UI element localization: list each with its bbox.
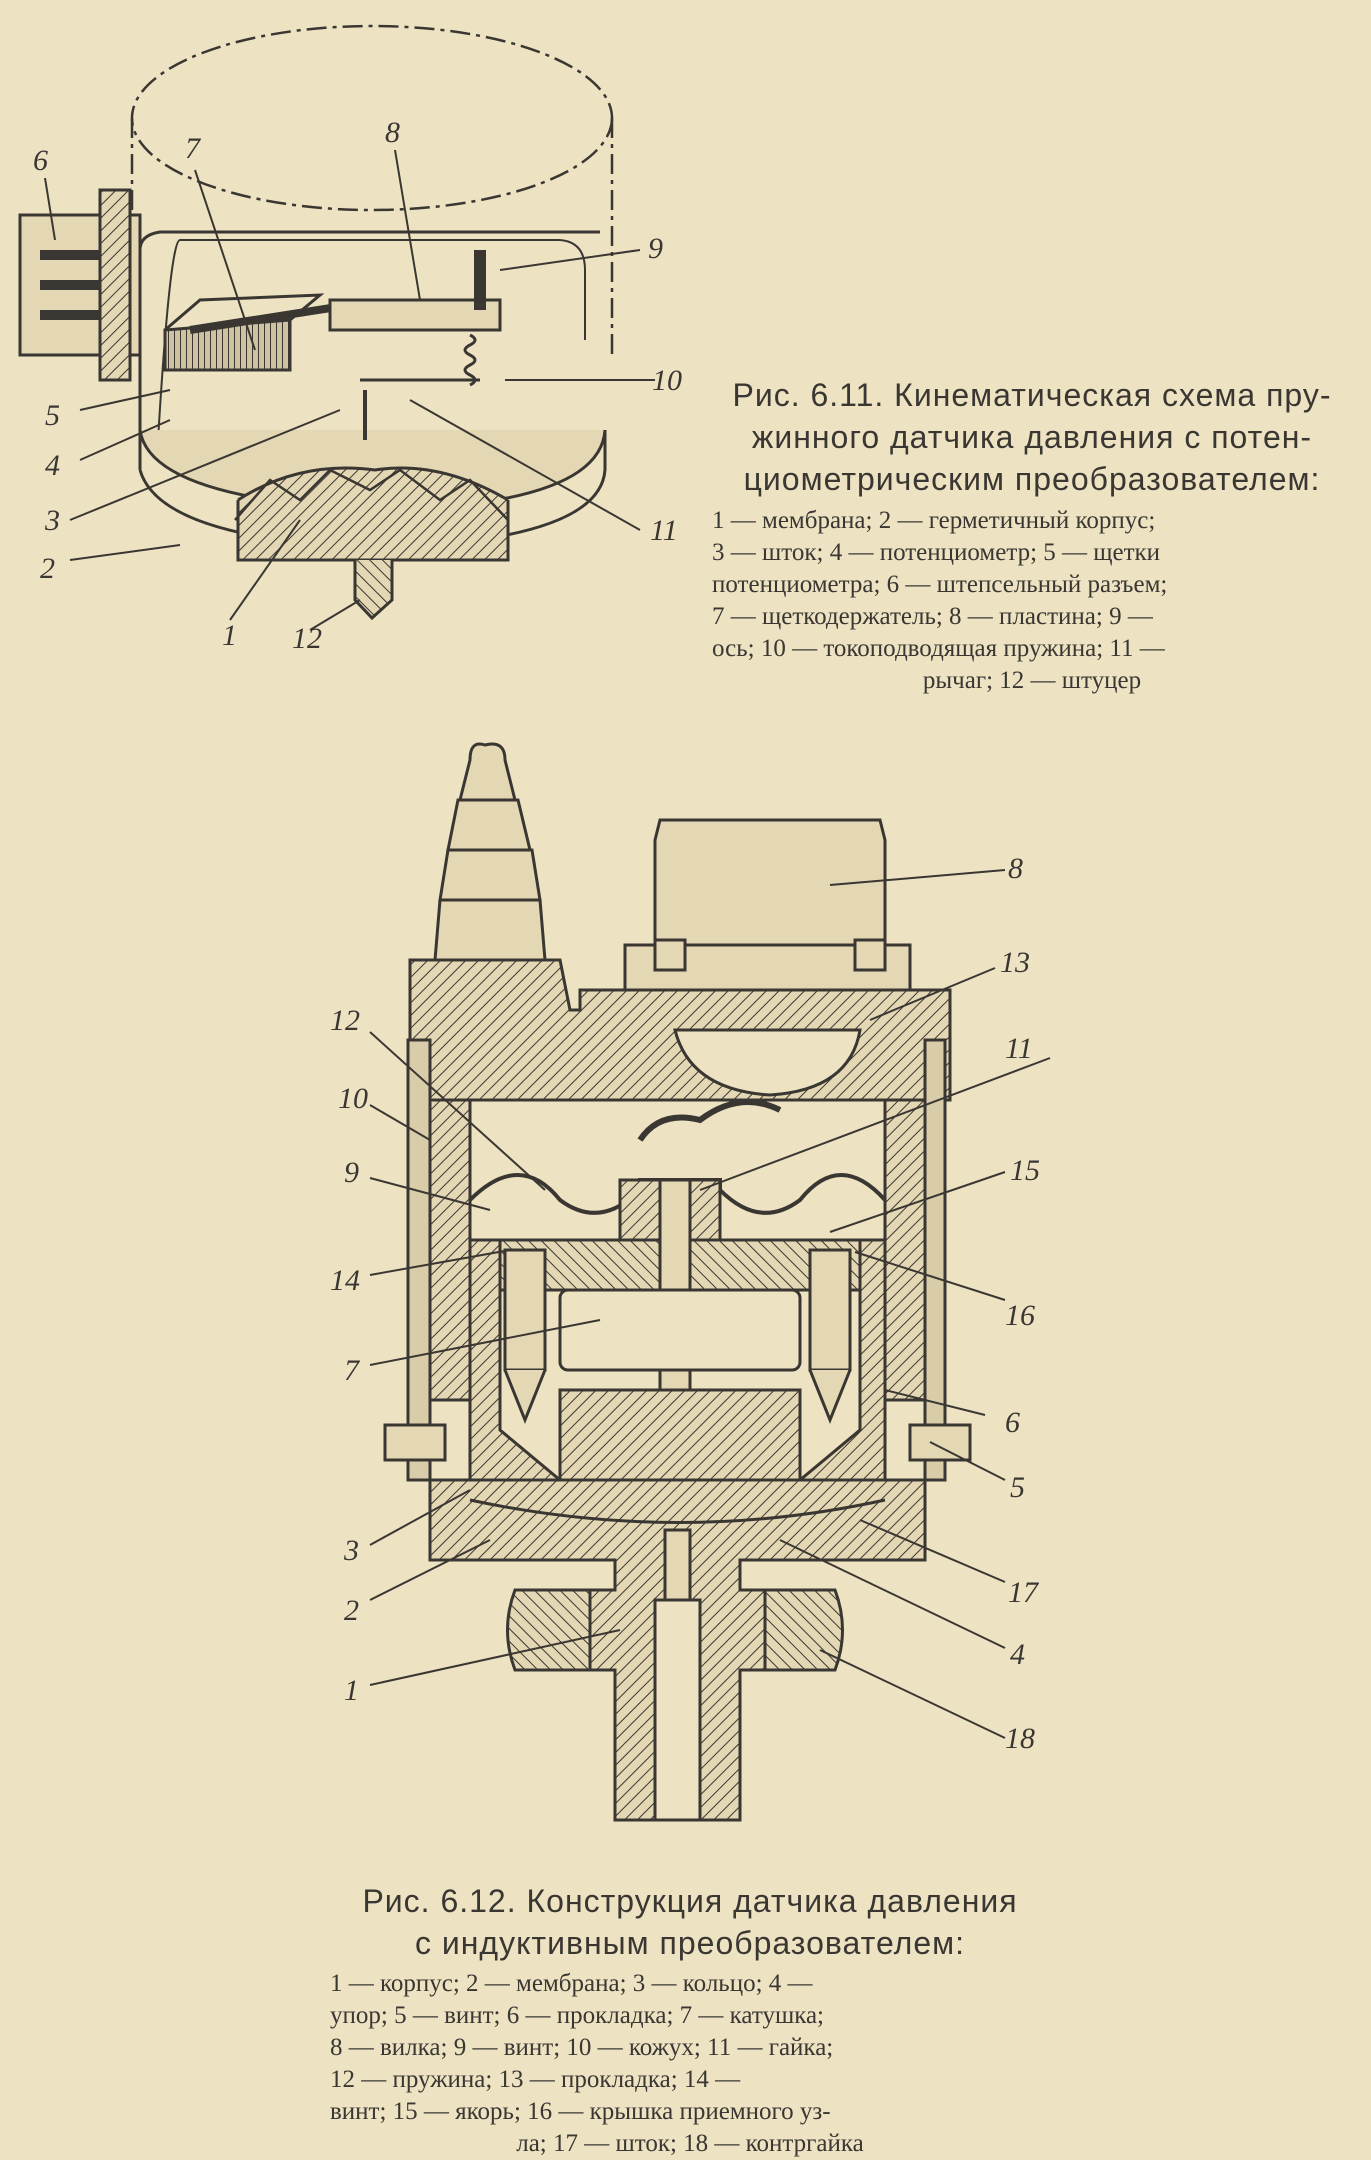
fig612-drawing [383, 742, 972, 1822]
fig611-label-8: 8 [385, 116, 400, 149]
fig611-drawing [18, 24, 614, 621]
fig612-labels: 1 2 3 4 5 6 7 8 9 10 11 12 13 14 15 16 1… [330, 852, 1040, 1755]
fig612-label-8: 8 [1008, 852, 1023, 885]
fig611-label-5: 5 [45, 399, 60, 432]
fig611-label-4: 4 [45, 449, 60, 482]
fig611-title-line: циометрическим преобразователем: [743, 461, 1321, 497]
fig612-label-15: 15 [1010, 1154, 1040, 1187]
fig612-label-2: 2 [344, 1594, 359, 1627]
fig612-legend-line: винт; 15 — якорь; 16 — крышка приемного … [330, 2098, 831, 2125]
fig611-legend-line: 7 — щеткодержатель; 8 — пластина; 9 — [712, 603, 1153, 630]
fig611-caption-title: Рис. 6.11. Кинематическая схема пру- жин… [712, 374, 1352, 500]
fig612-caption-title: Рис. 6.12. Конструкция датчика давления … [330, 1880, 1050, 1964]
fig612-label-11: 11 [1005, 1032, 1033, 1065]
fig612-legend-line: упор; 5 — винт; 6 — прокладка; 7 — катуш… [330, 2002, 825, 2029]
fig611-label-12: 12 [292, 622, 322, 655]
fig611-legend-line: потенциометра; 6 — штепсельный разъем; [712, 571, 1168, 598]
fig612-label-13: 13 [1000, 946, 1030, 979]
fig611-legend-line: 1 — мембрана; 2 — герметичный корпус; [712, 507, 1156, 534]
fig612-leaders [369, 869, 1051, 1739]
fig612-label-5: 5 [1010, 1471, 1025, 1504]
fig612-label-14: 14 [330, 1264, 360, 1297]
fig612-label-17: 17 [1008, 1576, 1040, 1609]
fig612-label-6: 6 [1005, 1406, 1020, 1439]
fig611-legend-line: 3 — шток; 4 — потенциометр; 5 — щетки [712, 539, 1161, 566]
fig612-title-line: Рис. 6.12. Конструкция датчика давления [362, 1883, 1018, 1919]
fig612-label-4: 4 [1010, 1638, 1025, 1671]
fig611-label-1: 1 [222, 619, 237, 652]
fig612-label-18: 18 [1005, 1722, 1035, 1755]
fig611-label-7: 7 [185, 132, 202, 165]
fig611-label-9: 9 [648, 232, 663, 265]
fig612-label-16: 16 [1005, 1299, 1035, 1332]
fig612-legend-line: 8 — вилка; 9 — винт; 10 — кожух; 11 — га… [330, 2034, 834, 2061]
fig611-title-line: жинного датчика давления с потен- [751, 419, 1313, 455]
fig611-legend-line: ось; 10 — токоподводящая пружина; 11 — [712, 635, 1165, 662]
fig612-label-12: 12 [330, 1004, 360, 1037]
fig612-label-3: 3 [343, 1534, 359, 1567]
fig611-label-2: 2 [40, 552, 55, 585]
fig611-labels: 1 2 3 4 5 6 7 8 9 10 11 12 [33, 116, 682, 655]
fig612-label-7: 7 [344, 1354, 361, 1387]
fig611-label-6: 6 [33, 144, 48, 177]
fig611-leaders [44, 149, 655, 631]
fig612-label-9: 9 [344, 1156, 359, 1189]
fig611-title-line: Рис. 6.11. Кинематическая схема пру- [732, 377, 1332, 413]
fig611-legend: 1 — мембрана; 2 — герметичный корпус; 3 … [712, 505, 1352, 697]
fig612-title-line: с индуктивным преобразователем: [414, 1925, 966, 1961]
fig612-legend: 1 — корпус; 2 — мембрана; 3 — кольцо; 4 … [330, 1968, 1050, 2160]
fig612-label-10: 10 [338, 1082, 368, 1115]
fig612-legend-line: 12 — пружина; 13 — прокладка; 14 — [330, 2066, 741, 2093]
fig612-label-1: 1 [344, 1674, 359, 1707]
fig611-legend-line: рычаг; 12 — штуцер [922, 667, 1142, 694]
fig612-legend-line: 1 — корпус; 2 — мембрана; 3 — кольцо; 4 … [330, 1970, 813, 1997]
fig611-label-10: 10 [652, 364, 682, 397]
fig611-label-11: 11 [650, 514, 678, 547]
fig612-legend-line: ла; 17 — шток; 18 — контргайка [516, 2130, 864, 2157]
fig611-label-3: 3 [44, 504, 60, 537]
